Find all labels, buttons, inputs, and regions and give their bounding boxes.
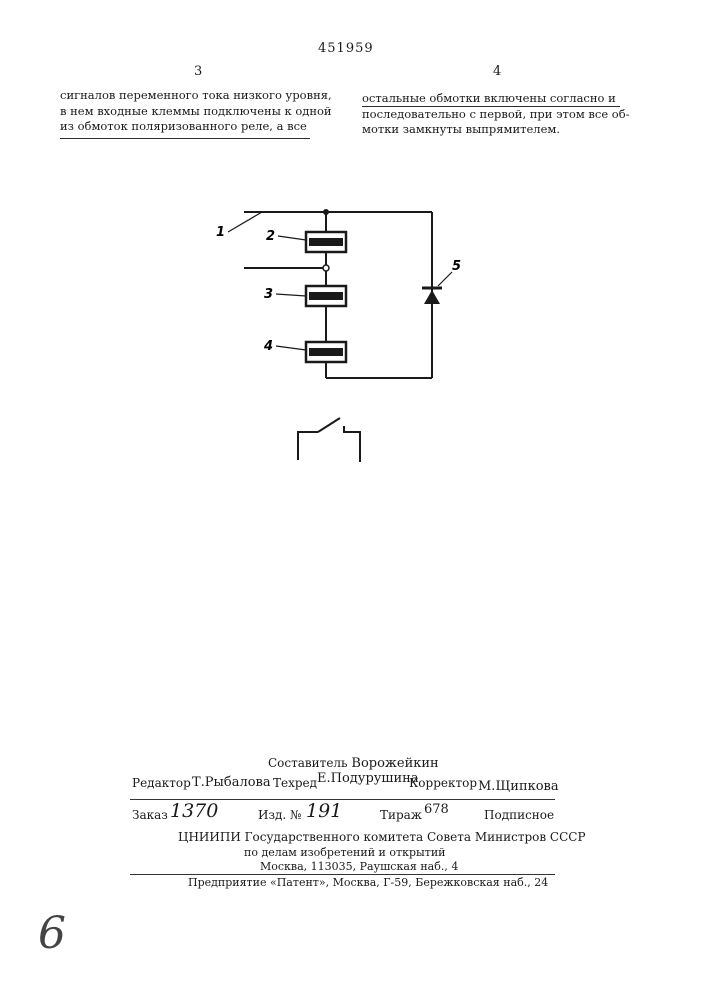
edition-label: Изд. № xyxy=(258,808,301,822)
margin-page-mark: 6 xyxy=(38,908,66,959)
winding-3 xyxy=(306,286,346,306)
editor-label: Редактор xyxy=(132,776,191,790)
subscription-label: Подписное xyxy=(484,808,554,822)
figure-label-3: 3 xyxy=(264,287,273,302)
leader-5 xyxy=(438,272,452,286)
winding-4 xyxy=(306,342,346,362)
rectifier-diode xyxy=(422,288,442,304)
org-line-3: Москва, 113035, Раушская наб., 4 xyxy=(260,860,458,873)
junction-top xyxy=(323,209,329,215)
order-value: 1370 xyxy=(170,800,218,822)
figure-label-5: 5 xyxy=(452,259,461,274)
leader-1 xyxy=(228,212,262,232)
print-run-label: Тираж xyxy=(380,808,422,822)
edition-value: 191 xyxy=(306,800,342,822)
compiler-name: Ворожейкин xyxy=(351,756,438,771)
leader-2 xyxy=(278,236,306,240)
figure-label-1: 1 xyxy=(216,225,225,240)
corrector-name: М.Щипкова xyxy=(478,779,559,794)
figure-label-4: 4 xyxy=(263,339,273,354)
leader-4 xyxy=(276,346,306,350)
techred-name: Е.Подурушина xyxy=(317,771,419,786)
editor-name: Т.Рыбалова xyxy=(192,775,271,790)
corrector-label: Корректор xyxy=(409,776,477,790)
figure-label-2: 2 xyxy=(266,229,275,244)
compiler-line: Составитель Ворожейкин xyxy=(268,756,439,771)
compiler-label: Составитель xyxy=(268,756,348,770)
winding-2 xyxy=(306,232,346,252)
order-label: Заказ xyxy=(132,808,168,822)
relay-contact xyxy=(298,418,360,462)
org-line-1: ЦНИИПИ Государственного комитета Совета … xyxy=(178,830,586,844)
org-line-2: по делам изобретений и открытий xyxy=(244,846,446,859)
imprint-rule-bottom xyxy=(130,874,555,875)
junction-input xyxy=(323,265,329,271)
enterprise-line: Предприятие «Патент», Москва, Г-59, Бере… xyxy=(188,876,548,889)
print-run-value: 678 xyxy=(424,802,449,817)
leader-3 xyxy=(276,294,306,296)
techred-label: Техред xyxy=(273,776,317,790)
